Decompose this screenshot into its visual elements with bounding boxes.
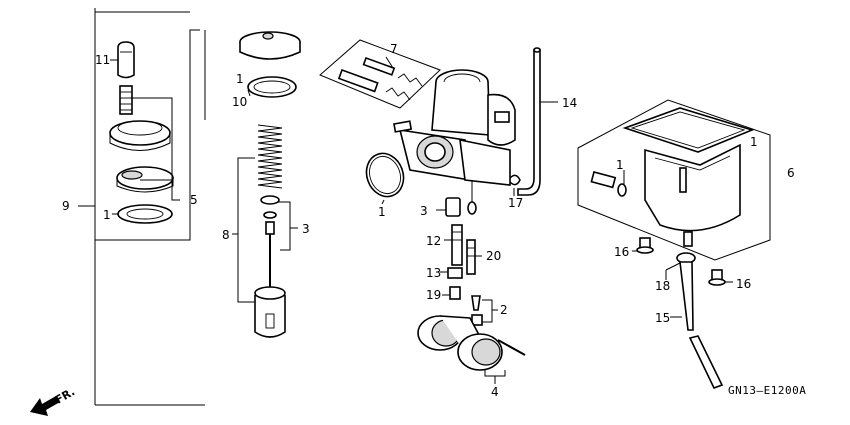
part-slow-jet-12	[444, 224, 463, 266]
part-throttle-spring	[257, 124, 283, 189]
bracket-8	[237, 157, 255, 303]
part-drain-tube-15	[670, 261, 724, 390]
callout-19: 19	[426, 288, 441, 302]
part-top-cap-5	[116, 166, 174, 193]
callout-13: 13	[426, 266, 441, 280]
part-screws-7-box	[319, 39, 441, 109]
callout-16-right: 16	[736, 277, 751, 291]
diagram-code: GN13–E1200A	[728, 384, 806, 397]
callout-12: 12	[426, 234, 441, 248]
callout-4: 4	[491, 385, 499, 399]
callout-2: 2	[500, 303, 508, 317]
callout-11: 11	[95, 53, 110, 67]
callout-15: 15	[655, 311, 670, 325]
part-clip-17	[509, 174, 521, 196]
callout-1-cap: 1	[103, 208, 111, 222]
part-vent-tube-14	[517, 47, 558, 196]
part-float-bowl-6	[577, 99, 771, 261]
front-direction-label: FR.	[53, 385, 77, 406]
part-o-ring-1	[365, 152, 405, 205]
part-clamp-18	[665, 252, 696, 280]
part-screw-16-left	[632, 237, 654, 254]
bracket-3	[278, 201, 291, 251]
part-screw-16-right	[708, 269, 733, 286]
part-float-valve-2	[471, 295, 498, 326]
part-gasket-small	[117, 204, 173, 224]
bracket-5	[132, 97, 180, 201]
part-top-cap-10	[239, 31, 301, 98]
callout-1-washer: 1	[616, 158, 624, 172]
callout-1-oring: 1	[378, 205, 386, 219]
callout-1-bowl-gasket: 1	[750, 135, 758, 149]
top-cap-group-bracket	[78, 8, 206, 406]
part-needle-clip	[260, 195, 280, 219]
callout-16-left: 16	[614, 245, 629, 259]
callout-3-holder: 3	[420, 204, 428, 218]
part-cap-11	[110, 41, 135, 79]
part-needle-jet-holder-3	[436, 197, 461, 217]
part-carburetor-body	[393, 69, 516, 215]
callout-10: 10	[232, 95, 247, 109]
part-floats-4	[417, 315, 526, 384]
callout-7: 7	[390, 42, 398, 56]
part-jet-19	[442, 286, 461, 300]
part-main-jet-13	[440, 267, 463, 279]
callout-14: 14	[562, 96, 577, 110]
callout-8: 8	[222, 228, 230, 242]
callout-17: 17	[508, 196, 523, 210]
part-adjuster-screw	[119, 85, 133, 115]
part-top-nut	[109, 120, 171, 151]
callout-20: 20	[486, 249, 501, 263]
part-pilot-jet-20	[466, 239, 482, 275]
callout-6: 6	[787, 166, 795, 180]
part-throttle-valve	[254, 286, 286, 338]
callout-18: 18	[655, 279, 670, 293]
callout-9: 9	[62, 199, 70, 213]
callout-3-clip: 3	[302, 222, 310, 236]
front-direction-arrow-icon	[30, 396, 60, 416]
callout-5: 5	[190, 193, 198, 207]
callout-1-gasket: 1	[236, 72, 244, 86]
